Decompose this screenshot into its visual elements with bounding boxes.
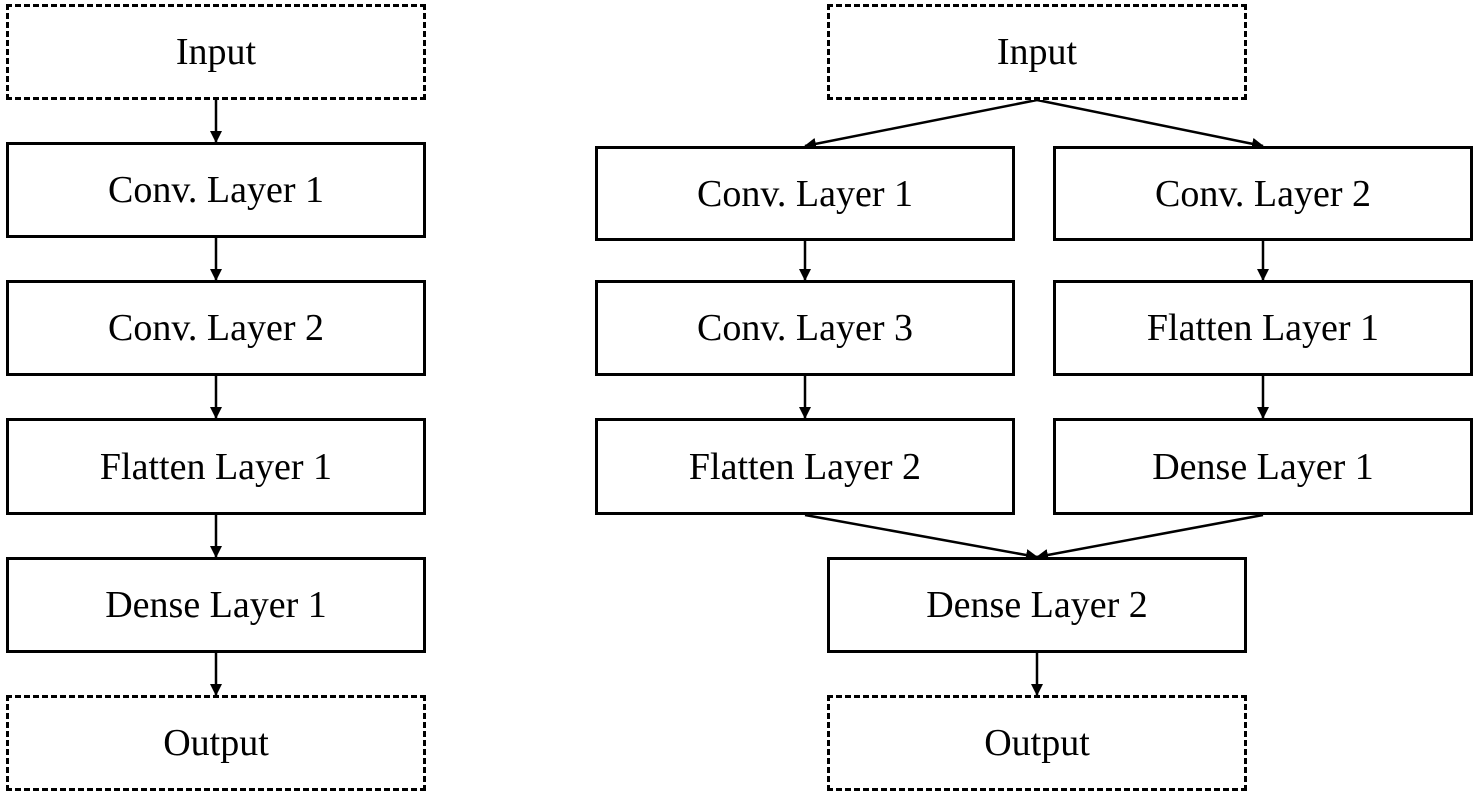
arrow-right-flatten2-to-dense2 [804, 513, 1038, 561]
right-conv-layer-1-node: Conv. Layer 1 [595, 146, 1015, 241]
arrow-right-dense1-to-dense2 [1036, 513, 1264, 561]
right-dense-layer-1-node: Dense Layer 1 [1053, 418, 1473, 515]
left-input-node: Input [6, 4, 426, 100]
right-conv-layer-3-node: Conv. Layer 3 [595, 280, 1015, 376]
right-conv-layer-2-node: Conv. Layer 2 [1053, 146, 1473, 241]
right-dense-layer-2-node: Dense Layer 2 [827, 557, 1247, 653]
left-output-node: Output [6, 695, 426, 791]
left-conv-layer-2-node: Conv. Layer 2 [6, 280, 426, 376]
left-dense-layer-1-node: Dense Layer 1 [6, 557, 426, 653]
left-flatten-layer-1-node: Flatten Layer 1 [6, 418, 426, 515]
right-flatten-layer-1-node: Flatten Layer 1 [1053, 280, 1473, 376]
right-flatten-layer-2-node: Flatten Layer 2 [595, 418, 1015, 515]
right-input-node: Input [827, 4, 1247, 100]
left-conv-layer-1-node: Conv. Layer 1 [6, 142, 426, 238]
arrow-right-input-to-conv1 [804, 98, 1038, 150]
right-output-node: Output [827, 695, 1247, 791]
arrow-right-input-to-conv2 [1036, 98, 1264, 150]
